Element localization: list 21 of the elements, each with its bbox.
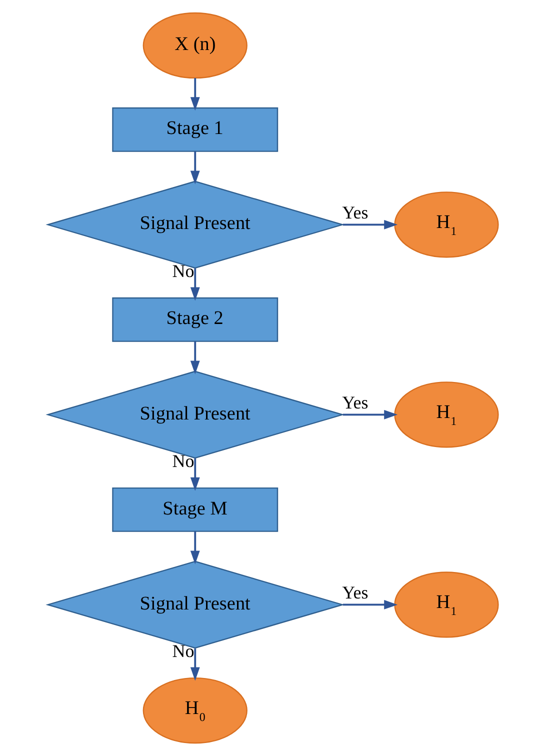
node-ellipse: H$_{1}$ bbox=[394, 192, 499, 258]
node-ellipse: H$_{1}$ bbox=[394, 572, 499, 638]
arrow bbox=[342, 220, 398, 230]
node-ellipse: H$_{1}$ bbox=[394, 382, 499, 448]
node-ellipse: X (n) bbox=[142, 12, 248, 79]
node-box: Stage 2 bbox=[112, 297, 278, 342]
arrow bbox=[190, 341, 200, 374]
edge-label: Yes bbox=[342, 202, 368, 223]
node-ellipse: H$_{0}$ bbox=[142, 677, 248, 744]
arrow bbox=[342, 600, 398, 610]
arrow bbox=[190, 268, 200, 301]
node-box: Stage 1 bbox=[112, 107, 278, 152]
node-box: Stage M bbox=[112, 487, 278, 532]
arrow bbox=[190, 648, 200, 681]
edge-label: Yes bbox=[342, 392, 368, 413]
arrow bbox=[342, 410, 398, 420]
arrow bbox=[190, 458, 200, 491]
edge-label: Yes bbox=[342, 582, 368, 603]
arrow bbox=[190, 151, 200, 184]
arrow bbox=[190, 78, 200, 111]
arrow bbox=[190, 531, 200, 564]
